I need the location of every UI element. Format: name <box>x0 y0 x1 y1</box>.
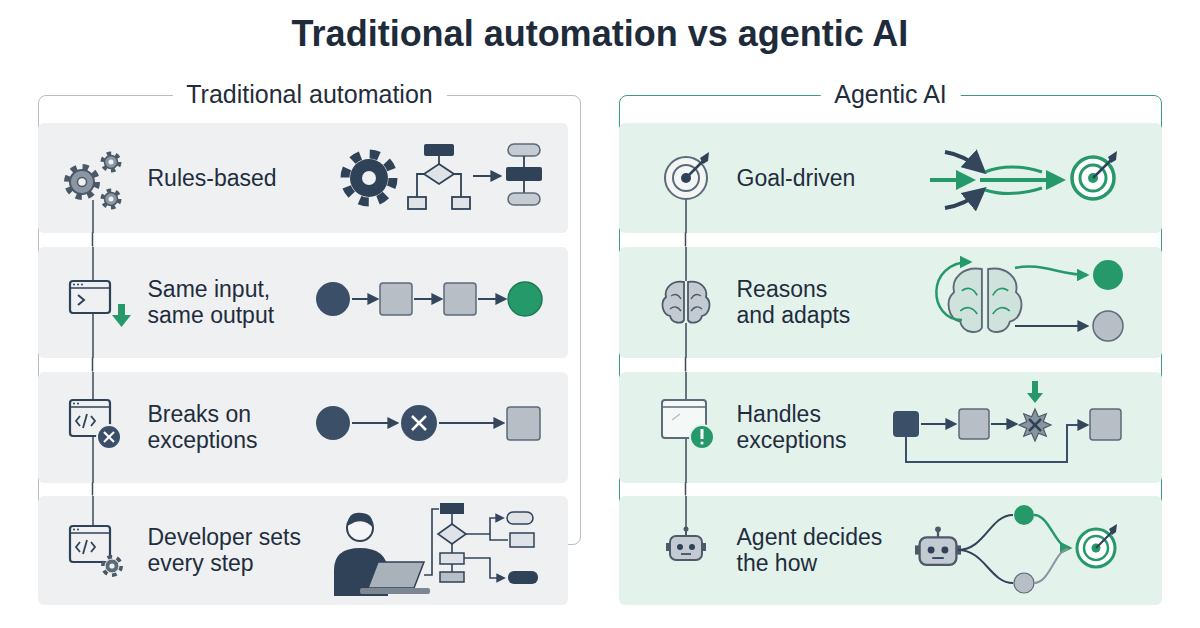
panel-heading: Traditional automation <box>172 79 446 109</box>
panel-group: Agentic AIGoal-drivenReasons and adaptsH… <box>619 95 1162 545</box>
feature-row: Goal-driven <box>619 123 1162 233</box>
connector-line <box>685 483 687 496</box>
connector-line <box>685 233 687 247</box>
row-label: Rules-based <box>148 165 328 191</box>
row-label: Goal-driven <box>737 165 917 191</box>
row-label: Reasons and adapts <box>737 276 862 328</box>
feature-row: Same input, same output <box>38 247 568 358</box>
connector-line <box>92 233 94 247</box>
feature-row: Developer sets every step <box>38 496 568 605</box>
diagram-title: Traditional automation vs agentic AI <box>0 12 1200 56</box>
panel-heading: Agentic AI <box>820 79 961 109</box>
feature-row: Reasons and adapts <box>619 247 1162 358</box>
row-label: Breaks on exceptions <box>148 401 288 453</box>
connector-line <box>92 483 94 496</box>
feature-row: Rules-based <box>38 123 568 233</box>
feature-row: Agent decides the how <box>619 496 1162 605</box>
row-label: Handles exceptions <box>737 401 877 453</box>
row-label: Developer sets every step <box>148 524 323 576</box>
feature-row: Handles exceptions <box>619 372 1162 483</box>
feature-row: Breaks on exceptions <box>38 372 568 483</box>
panel-group: Traditional automationRules-basedSame in… <box>38 95 581 545</box>
connector-line <box>685 358 687 372</box>
row-label: Same input, same output <box>148 276 288 328</box>
row-label: Agent decides the how <box>737 524 907 576</box>
connector-line <box>92 358 94 372</box>
